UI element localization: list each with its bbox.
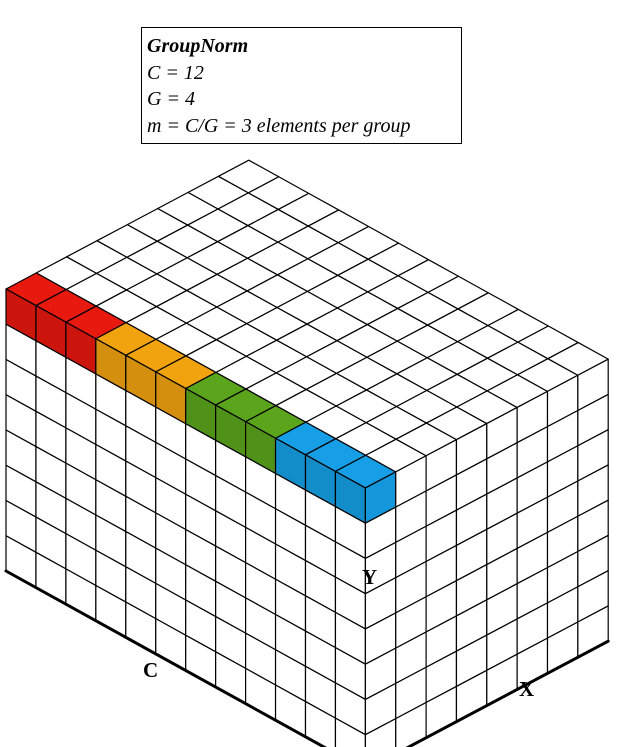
legend-groups: G = 4	[147, 88, 195, 110]
front-cell	[334, 717, 366, 747]
legend-channels: C = 12	[147, 61, 204, 84]
front-cell	[304, 700, 337, 747]
axis-label-y: Y	[362, 565, 378, 589]
side-cell	[364, 718, 397, 747]
legend-group-size: m = C/G = 3 elements per group	[147, 114, 411, 137]
bottom-edge-channels	[4, 569, 328, 747]
legend-box: GroupNorm C = 12 G = 4 m = C/G = 3 eleme…	[141, 27, 462, 144]
bottom-edge-depth	[405, 639, 610, 747]
legend-title: GroupNorm	[147, 35, 249, 57]
axis-label-c: C	[143, 658, 159, 682]
axis-label-x: X	[519, 677, 535, 701]
